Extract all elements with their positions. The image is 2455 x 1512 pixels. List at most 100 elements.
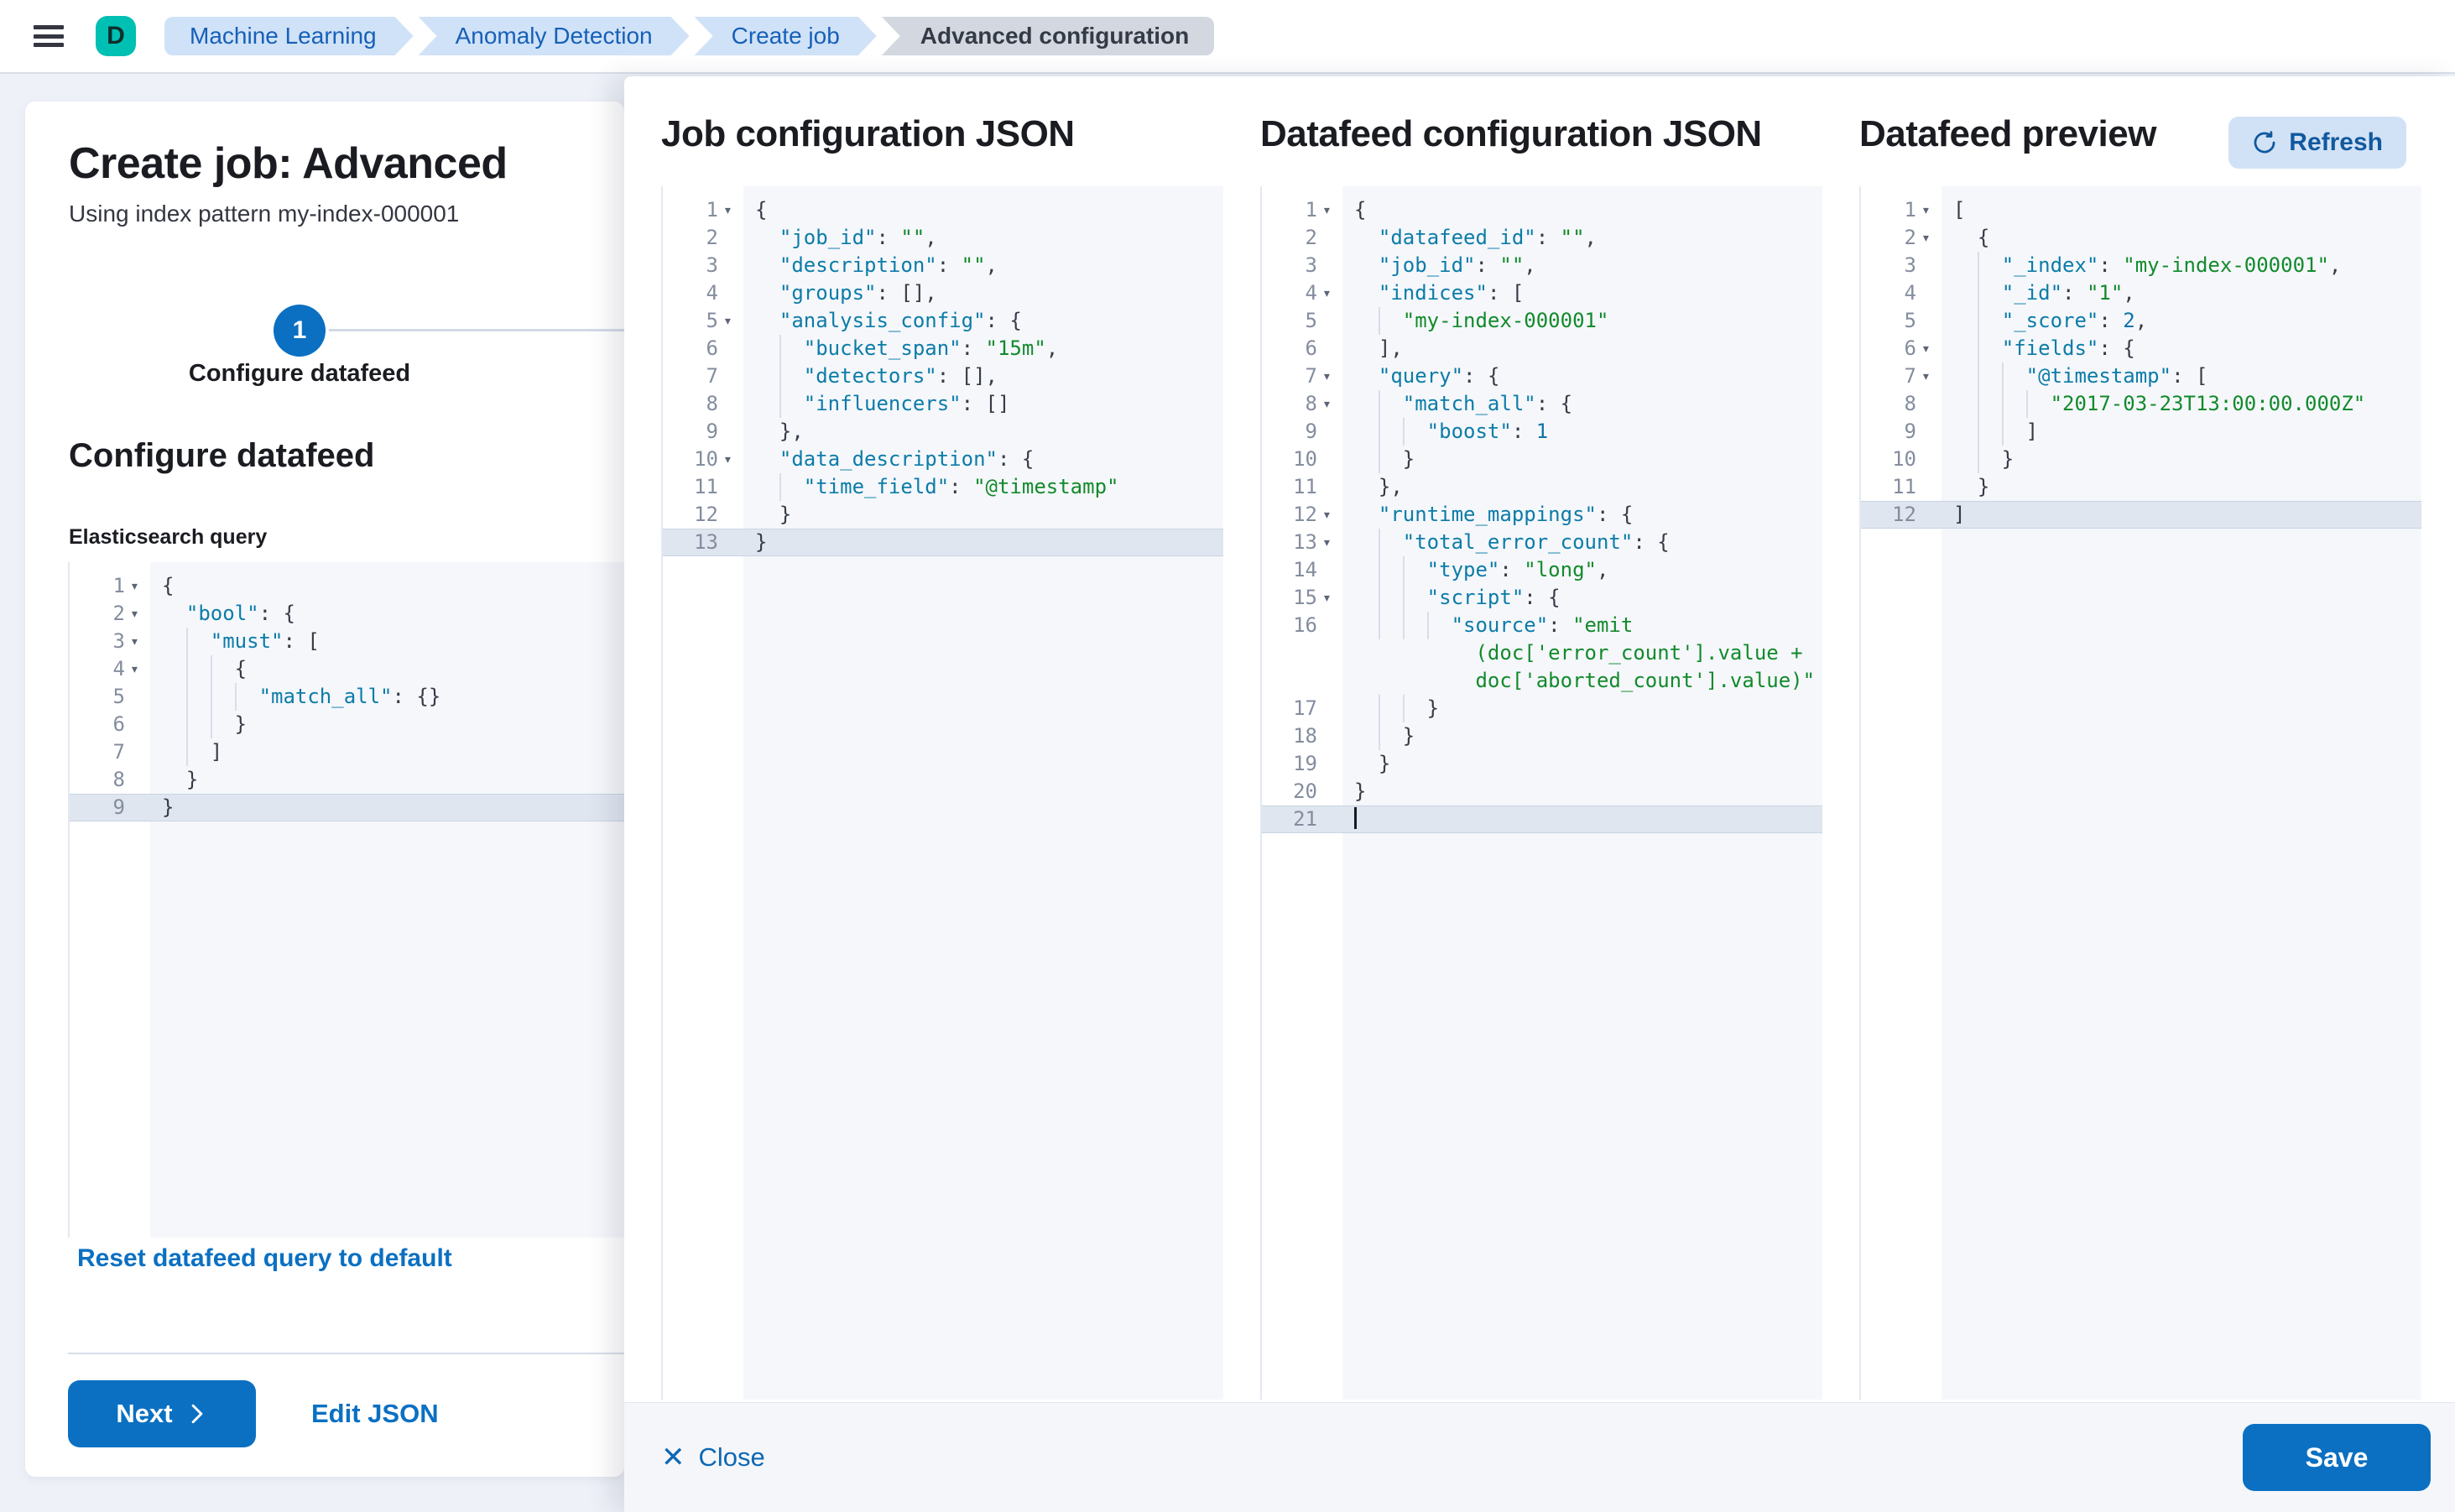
code-line: 8"influencers": [] (663, 390, 1223, 418)
code-line: 6▾"fields": { (1861, 335, 2421, 362)
line-number: 1 (1904, 198, 1916, 222)
datafeed-preview-editor[interactable]: 1▾[2▾{3"_index": "my-index-000001",4"_id… (1859, 186, 2421, 1400)
menu-icon[interactable] (34, 25, 64, 47)
flyout-footer: ✕ Close Save (624, 1403, 2455, 1512)
code-line: 10▾"data_description": { (663, 446, 1223, 473)
step-1-label: Configure datafeed (188, 360, 411, 387)
refresh-button[interactable]: Refresh (2228, 117, 2406, 169)
code-line: 19} (1262, 750, 1822, 778)
code-line: 4▾{ (70, 655, 624, 683)
code-line: 3"job_id": "", (1262, 252, 1822, 279)
fold-arrow-icon: ▾ (723, 312, 732, 330)
code-line-wrapped: (doc['error_count'].value + (1475, 641, 1803, 665)
code-line: 14"type": "long", (1262, 556, 1822, 584)
code-line: 8} (70, 766, 624, 794)
code-line: 9"boost": 1 (1262, 418, 1822, 446)
code-line: 8"2017-03-23T13:00:00.000Z" (1861, 390, 2421, 418)
top-navigation-bar: D Machine Learning Anomaly Detection Cre… (0, 0, 2455, 74)
line-number: 7 (1305, 364, 1317, 388)
line-number: 1 (706, 198, 718, 222)
line-number: 9 (1904, 420, 1916, 443)
create-job-panel: Create job: Advanced Using index pattern… (25, 102, 624, 1477)
line-number: 10 (1892, 447, 1916, 471)
fold-arrow-icon: ▾ (130, 577, 139, 595)
line-number: 12 (1892, 503, 1916, 526)
code-line: 12▾"runtime_mappings": { (1262, 501, 1822, 529)
code-line: 13▾"total_error_count": { (1262, 529, 1822, 556)
datafeed-configuration-editor[interactable]: 1▾{2"datafeed_id": "",3"job_id": "",4▾"i… (1260, 186, 1822, 1400)
job-configuration-title: Job configuration JSON (661, 113, 1075, 154)
line-number: 17 (1293, 696, 1317, 720)
close-button[interactable]: ✕ Close (661, 1442, 765, 1473)
code-line: 12] (1861, 501, 2421, 529)
fold-arrow-icon: ▾ (1322, 534, 1332, 551)
code-line: 4▾"indices": [ (1262, 279, 1822, 307)
step-connector-line (329, 329, 624, 331)
line-number: 21 (1293, 807, 1317, 831)
line-number: 8 (112, 768, 125, 791)
fold-arrow-icon: ▾ (723, 451, 732, 468)
code-line: 6], (1262, 335, 1822, 362)
fold-arrow-icon: ▾ (1322, 395, 1332, 413)
fold-arrow-icon: ▾ (723, 201, 732, 219)
line-number: 8 (706, 392, 718, 415)
code-line: 1▾{ (1262, 196, 1822, 224)
refresh-icon (2254, 131, 2275, 154)
code-line: 6} (70, 711, 624, 738)
code-line: 1▾[ (1861, 196, 2421, 224)
line-number: 3 (1904, 253, 1916, 277)
line-number: 4 (1904, 281, 1916, 305)
code-line: 9}, (663, 418, 1223, 446)
fold-arrow-icon: ▾ (1921, 340, 1931, 357)
line-number: 1 (112, 574, 125, 597)
code-line: 5"_score": 2, (1861, 307, 2421, 335)
index-pattern-subtitle: Using index pattern my-index-000001 (69, 201, 460, 227)
code-line: 1▾{ (70, 572, 624, 600)
code-line: 7] (70, 738, 624, 766)
breadcrumb-machine-learning[interactable]: Machine Learning (164, 17, 414, 55)
line-number: 7 (706, 364, 718, 388)
line-number: 6 (706, 336, 718, 360)
divider (68, 1353, 624, 1354)
avatar[interactable]: D (96, 16, 136, 56)
text-cursor (1354, 807, 1357, 829)
code-line: 9} (70, 794, 624, 821)
reset-datafeed-query-link[interactable]: Reset datafeed query to default (77, 1244, 452, 1272)
line-number: 6 (1305, 336, 1317, 360)
fold-arrow-icon: ▾ (130, 633, 139, 650)
line-number: 4 (706, 281, 718, 305)
fold-arrow-icon: ▾ (1322, 589, 1332, 607)
line-number: 2 (706, 226, 718, 249)
code-line: 3"description": "", (663, 252, 1223, 279)
job-configuration-editor[interactable]: 1▾{2"job_id": "",3"description": "",4"gr… (661, 186, 1223, 1400)
code-line: 11"time_field": "@timestamp" (663, 473, 1223, 501)
code-line: 4"groups": [], (663, 279, 1223, 307)
close-icon: ✕ (661, 1442, 685, 1473)
edit-json-link[interactable]: Edit JSON (311, 1399, 439, 1428)
fold-arrow-icon: ▾ (1322, 284, 1332, 302)
code-line: 5"my-index-000001" (1262, 307, 1822, 335)
line-number: 9 (706, 420, 718, 443)
step-1-indicator[interactable]: 1 (274, 305, 326, 357)
fold-arrow-icon: ▾ (1322, 201, 1332, 219)
line-number: 11 (694, 475, 718, 498)
line-number: 3 (1305, 253, 1317, 277)
next-button[interactable]: Next (68, 1380, 256, 1447)
code-line-wrapped: doc['aborted_count'].value)" (1475, 669, 1816, 692)
line-number: 5 (1904, 309, 1916, 332)
elasticsearch-query-editor[interactable]: 1▾{2▾"bool": {3▾"must": [4▾{5"match_all"… (68, 562, 624, 1238)
breadcrumb-anomaly-detection[interactable]: Anomaly Detection (419, 17, 690, 55)
line-number: 6 (112, 712, 125, 736)
breadcrumb-create-job[interactable]: Create job (695, 17, 877, 55)
code-line: 7"detectors": [], (663, 362, 1223, 390)
line-number: 10 (1293, 447, 1317, 471)
elasticsearch-query-label: Elasticsearch query (69, 525, 268, 549)
next-button-label: Next (116, 1399, 173, 1428)
line-number: 6 (1904, 336, 1916, 360)
line-number: 9 (112, 795, 125, 819)
line-number: 3 (706, 253, 718, 277)
save-button[interactable]: Save (2243, 1424, 2431, 1491)
line-number: 1 (1305, 198, 1317, 222)
line-number: 5 (1305, 309, 1317, 332)
code-line: 20} (1262, 778, 1822, 806)
